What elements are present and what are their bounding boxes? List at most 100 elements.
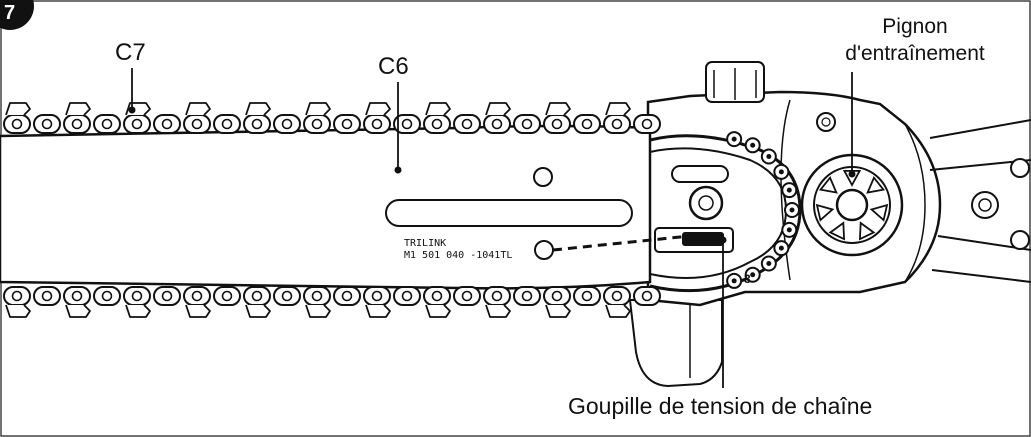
chain-rivet: [551, 290, 563, 302]
chain-cutter: [605, 304, 631, 318]
chain-rivet: [311, 290, 323, 302]
chain-rivet: [641, 290, 653, 302]
bar-slot: [385, 199, 633, 227]
chain-wrap-rivet: [750, 272, 756, 278]
chain-wrap-links: [726, 131, 800, 289]
chain-rivet: [221, 118, 233, 130]
chain-rivet: [131, 290, 143, 302]
chain-rivet: [161, 290, 173, 302]
chain-rivet: [341, 118, 353, 130]
sprocket-tooth: [815, 203, 835, 222]
chain-rivet: [41, 290, 53, 302]
chain-rivet: [431, 290, 443, 302]
bar-marking-code: M1 501 040 -1041TL: [404, 250, 513, 261]
attachment-screw: [1010, 230, 1030, 250]
chain-rivet: [131, 118, 143, 130]
bar-oil-hole: [533, 167, 553, 187]
chain-rivet: [491, 118, 503, 130]
chain-rivet: [611, 290, 623, 302]
chain-cutter: [425, 304, 451, 318]
label-tension-pin: Goupille de tension de chaîne: [568, 393, 873, 419]
chain-wrap-rivet: [731, 136, 737, 142]
chain-rivet: [71, 118, 83, 130]
pole-attachment: [929, 119, 1031, 283]
sprocket-leader-dot: [848, 170, 856, 178]
c7-leader-dot: [128, 106, 136, 114]
c6-leader-dot: [394, 166, 402, 174]
cover-screw-inner: [821, 117, 831, 127]
chain-rivet: [401, 290, 413, 302]
chain-rivet: [611, 118, 623, 130]
step-badge: 7: [0, 0, 34, 30]
chain-rivet: [581, 118, 593, 130]
sprocket-tooth: [869, 203, 889, 222]
chain-bottom-run: [3, 286, 661, 318]
chain-wrap-rivet: [778, 169, 784, 175]
chain-wrap-rivet: [750, 142, 756, 148]
attachment-bolt: [971, 191, 999, 219]
chain-cutter: [605, 102, 631, 116]
chain-rivet: [191, 118, 203, 130]
handle-guard: [628, 299, 723, 388]
chain-cutter: [425, 102, 451, 116]
label-drive-sprocket: Pignon d'entraînement: [820, 13, 1010, 67]
chain-cutter: [485, 304, 511, 318]
bar-adjust-hole: [534, 240, 554, 260]
chain-rivet: [431, 118, 443, 130]
label-c7: C7: [115, 39, 146, 66]
pin-mark: 3: [744, 272, 751, 286]
step-number: 7: [4, 2, 16, 24]
chain-wrap-rivet: [778, 245, 784, 251]
chain-cutter: [5, 304, 31, 318]
chain-cutter: [185, 102, 211, 116]
tension-pin-leader-dot: [719, 236, 727, 244]
chain-cutter: [545, 304, 571, 318]
chain-top-run: [3, 102, 661, 134]
label-drive-sprocket-line1: Pignon: [882, 15, 948, 38]
cover-screw: [816, 112, 836, 132]
chain-cutter: [185, 304, 211, 318]
chain-rivet: [401, 118, 413, 130]
chain-wrap-rivet: [731, 278, 737, 284]
chain-rivet: [281, 118, 293, 130]
chain-rivet: [491, 290, 503, 302]
chain-cutter: [245, 304, 271, 318]
chain-cutter: [365, 102, 391, 116]
chain-rivet: [41, 118, 53, 130]
bar-stud-slot: [671, 165, 729, 183]
chain-cutter: [5, 102, 31, 116]
chain-rivet: [191, 290, 203, 302]
chain-cutter: [545, 102, 571, 116]
chain-rivet: [521, 290, 533, 302]
chain-rivet: [251, 290, 263, 302]
chain-wrap-rivet: [786, 227, 792, 233]
attachment-bolt-inner: [978, 198, 992, 212]
chain-cutter: [245, 102, 271, 116]
chain-rivet: [161, 118, 173, 130]
chain-rivet: [71, 290, 83, 302]
drive-sprocket-hub: [835, 188, 869, 222]
chain-rivet: [311, 118, 323, 130]
chain-cutter: [305, 102, 331, 116]
chain-rivet: [551, 118, 563, 130]
label-drive-sprocket-line2: d'entraînement: [845, 42, 985, 65]
chain-rivet: [11, 290, 23, 302]
chain-cutter: [305, 304, 331, 318]
chain-rivet: [101, 118, 113, 130]
attachment-screw: [1010, 158, 1030, 178]
bar-marking: TRILINK M1 501 040 -1041TL: [404, 238, 512, 262]
chain-rivet: [251, 118, 263, 130]
chain-rivet: [101, 290, 113, 302]
chain-wrap-rivet: [789, 207, 795, 213]
chain-rivet: [281, 290, 293, 302]
chain-rivet: [221, 290, 233, 302]
sprocket-tooth: [818, 175, 838, 194]
chain-rivet: [371, 118, 383, 130]
bar-nut: [688, 185, 724, 221]
chain-cutter: [65, 304, 91, 318]
chain-rivet: [371, 290, 383, 302]
cover-rim: [904, 123, 926, 283]
chain-rivet: [641, 118, 653, 130]
